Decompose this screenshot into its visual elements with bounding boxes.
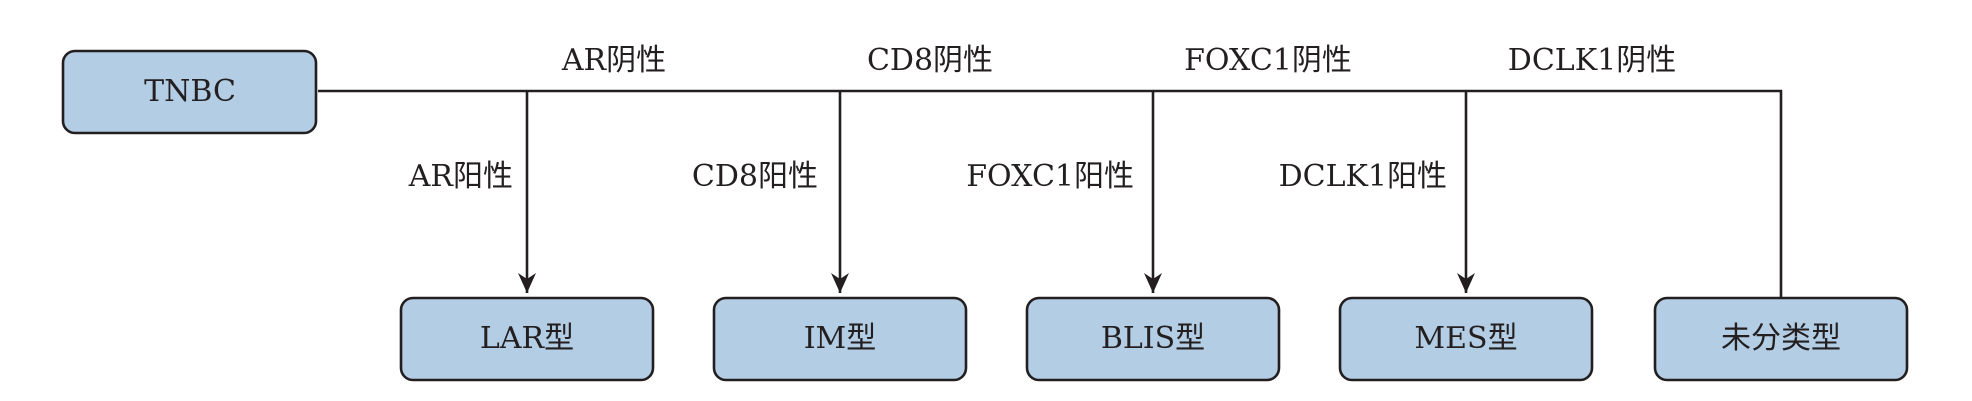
negative-label-foxc1: FOXC1阴性 (1184, 43, 1352, 78)
subtype-node-mes: MES型 (1338, 296, 1594, 382)
negative-label-ar: AR阴性 (561, 43, 666, 78)
negative-label-cd8: CD8阴性 (867, 43, 993, 78)
root-node-label: TNBC (144, 74, 236, 109)
subtype-label-im: IM型 (804, 321, 877, 356)
positive-label-cd8: CD8阳性 (692, 159, 818, 194)
positive-label-dclk1: DCLK1阳性 (1279, 159, 1447, 194)
negative-label-dclk1: DCLK1阴性 (1508, 43, 1676, 78)
subtype-node-lar: LAR型 (399, 296, 655, 382)
subtype-label-mes: MES型 (1414, 321, 1517, 356)
subtype-label-unclassified: 未分类型 (1721, 321, 1841, 356)
root-node-tnbc: TNBC (61, 49, 318, 135)
subtype-node-unclassified: 未分类型 (1653, 296, 1909, 382)
positive-label-ar: AR阳性 (408, 159, 513, 194)
trunk-line (318, 89, 1783, 300)
subtype-label-lar: LAR型 (480, 321, 574, 356)
subtype-label-blis: BLIS型 (1101, 321, 1205, 356)
subtype-node-blis: BLIS型 (1025, 296, 1281, 382)
subtype-node-im: IM型 (712, 296, 968, 382)
positive-label-foxc1: FOXC1阳性 (966, 159, 1134, 194)
